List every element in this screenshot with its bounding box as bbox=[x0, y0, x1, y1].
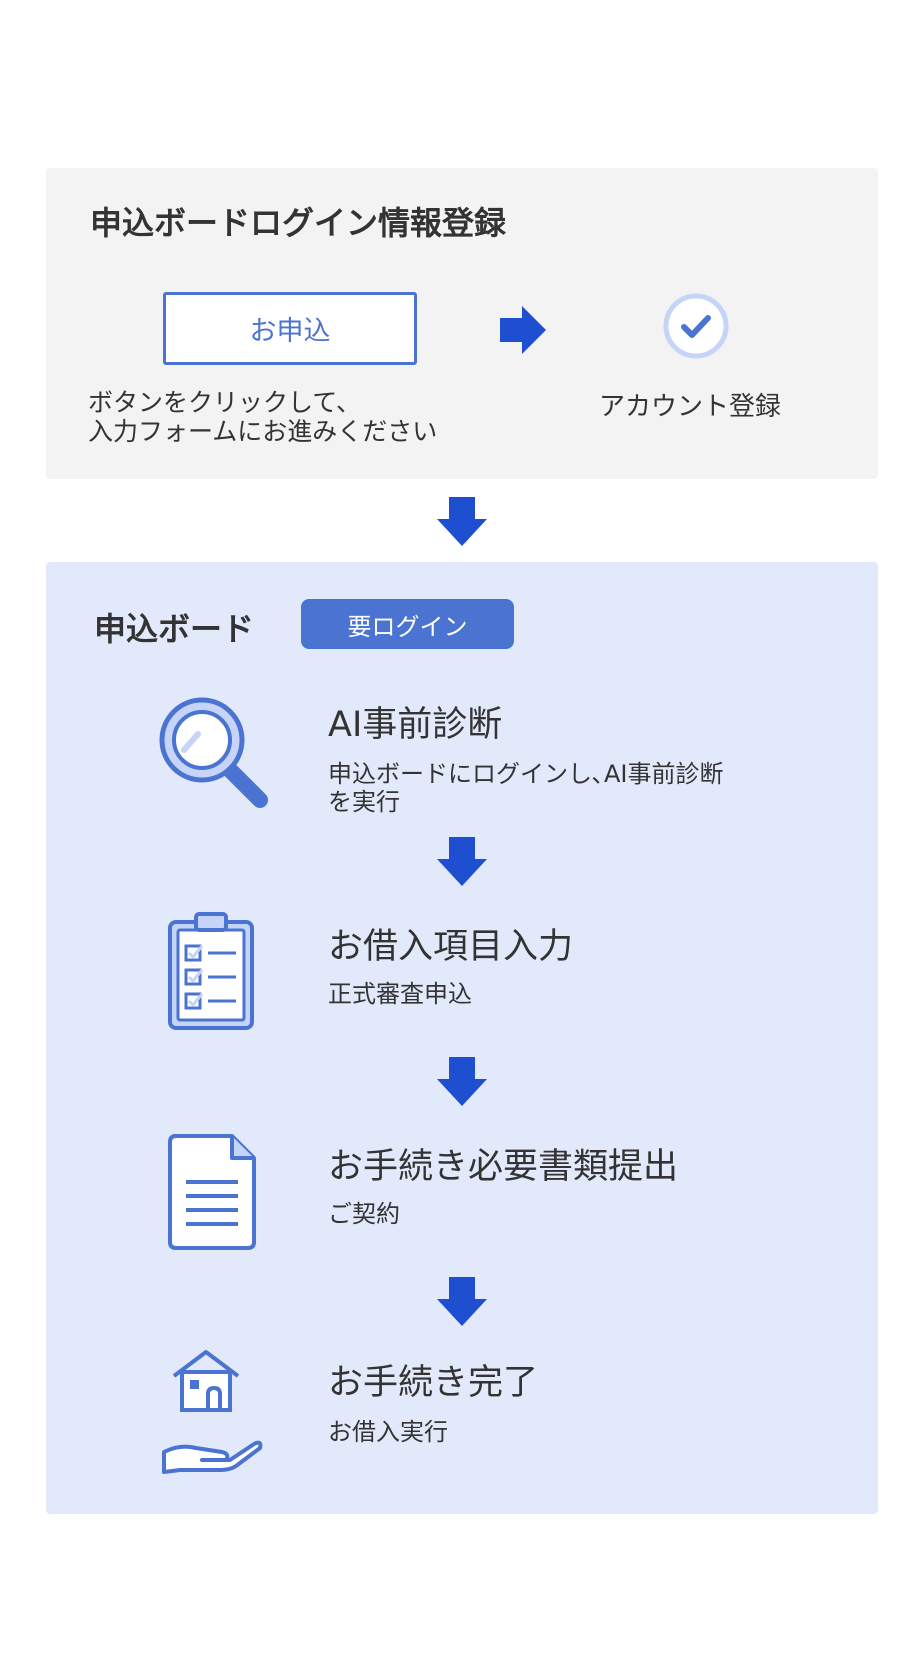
login-required-badge: 要ログイン bbox=[301, 599, 514, 649]
login-registration-title: 申込ボードログイン情報登録 bbox=[90, 204, 507, 242]
step-heading: お手続き完了 bbox=[328, 1363, 539, 1403]
check-circle-icon bbox=[663, 293, 729, 359]
arrow-down-icon bbox=[437, 1277, 487, 1326]
apply-instruction: ボタンをクリックして、 入力フォームにお進みください bbox=[88, 388, 437, 446]
step-subtext: 申込ボードにログインし､AI事前診断 を実行 bbox=[328, 760, 724, 816]
step-heading: お借入項目入力 bbox=[328, 927, 574, 967]
arrow-right-icon bbox=[500, 306, 546, 354]
step-heading: AI事前診断 bbox=[328, 705, 503, 745]
house-hand-icon bbox=[162, 1350, 263, 1474]
step-heading: お手続き必要書類提出 bbox=[328, 1147, 679, 1187]
arrow-down-icon bbox=[437, 497, 487, 546]
step-subtext-line1: 申込ボードにログインし､AI事前診断 bbox=[328, 760, 724, 788]
login-registration-panel: 申込ボードログイン情報登録 お申込 ボタンをクリックして、 入力フォームにお進み… bbox=[46, 168, 878, 479]
account-registration-label: アカウント登録 bbox=[599, 392, 782, 422]
document-icon bbox=[168, 1134, 256, 1250]
step-subtext-line2: を実行 bbox=[328, 788, 400, 816]
arrow-down-icon bbox=[437, 837, 487, 886]
step-subtext: ご契約 bbox=[328, 1200, 400, 1228]
step-subtext: お借入実行 bbox=[328, 1418, 448, 1446]
apply-instruction-line1: ボタンをクリックして、 bbox=[88, 388, 362, 417]
arrow-down-icon bbox=[437, 1057, 487, 1106]
magnifier-icon bbox=[159, 697, 268, 808]
board-title: 申込ボード bbox=[94, 610, 255, 648]
apply-instruction-line2: 入力フォームにお進みください bbox=[88, 417, 438, 446]
clipboard-checklist-icon bbox=[168, 912, 254, 1030]
application-board-panel: 申込ボード 要ログイン AI事前診断 申込ボードにログインし､AI事前診断 を実… bbox=[46, 562, 878, 1514]
apply-button[interactable]: お申込 bbox=[163, 292, 417, 365]
step-subtext: 正式審査申込 bbox=[328, 980, 472, 1008]
